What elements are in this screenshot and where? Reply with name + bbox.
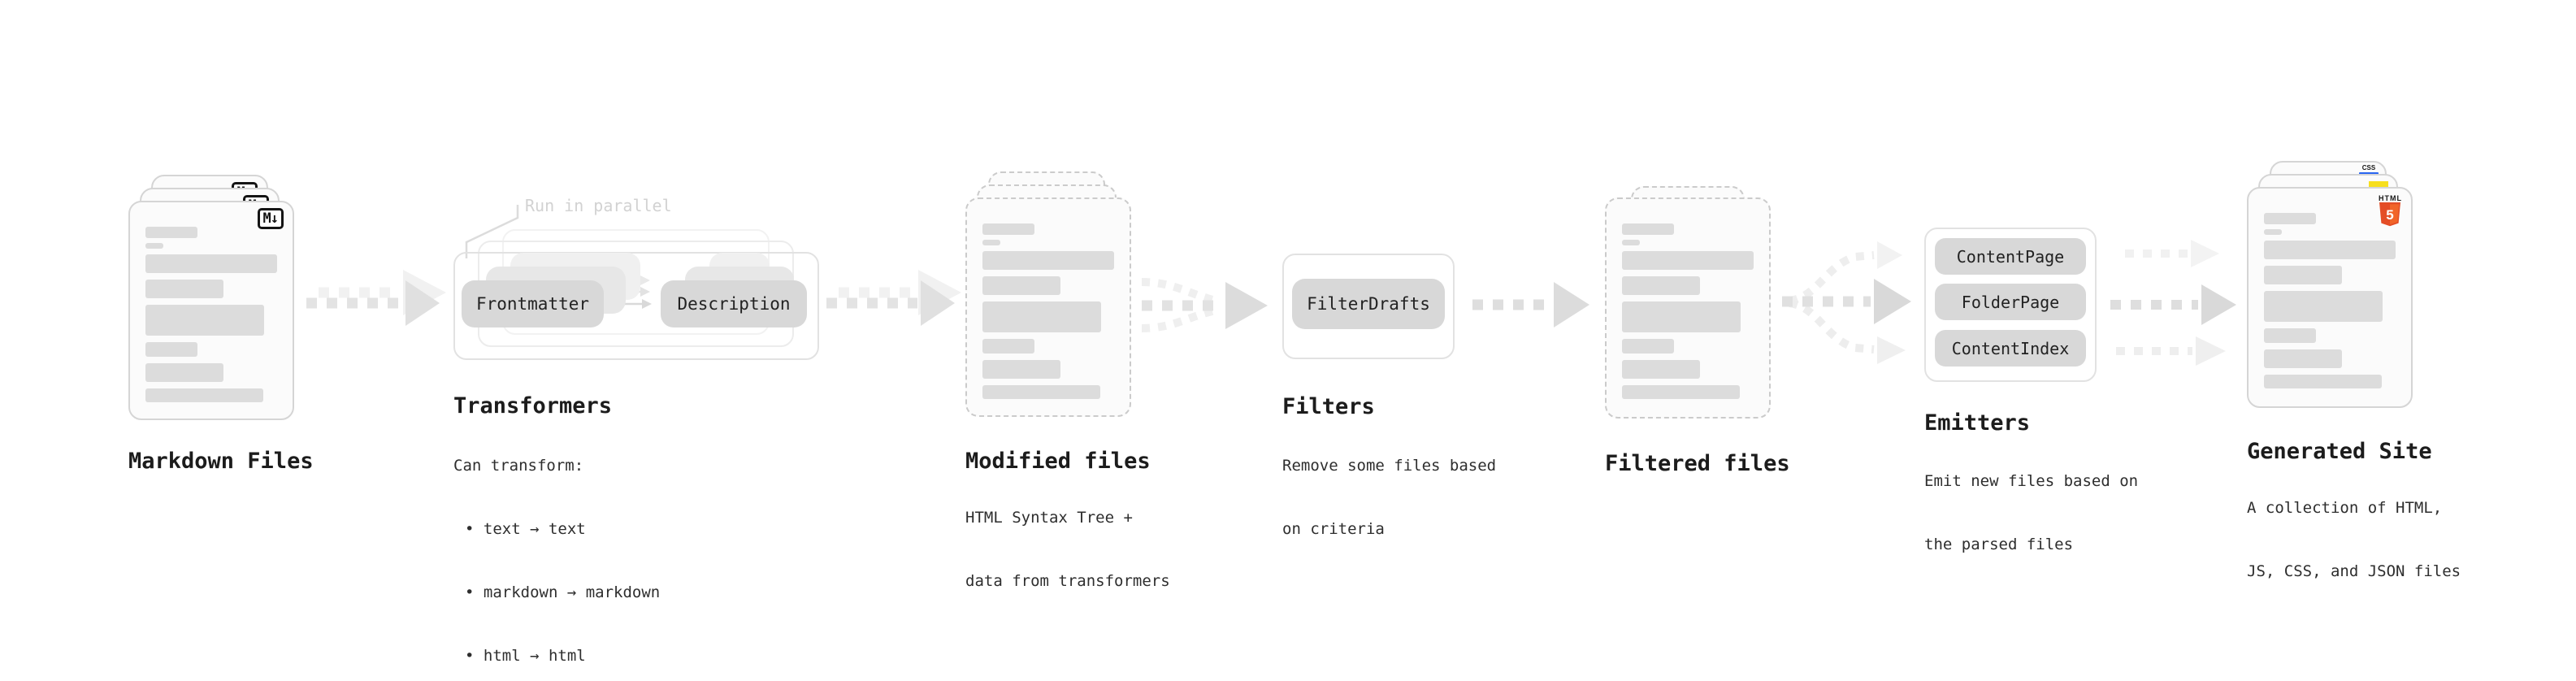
generated-site-note-line: A collection of HTML, (2247, 499, 2443, 517)
transformers-note-bullet: • html → html (465, 647, 586, 665)
markdown-icon: M↓ (257, 208, 284, 229)
modified-files-note: HTML Syntax Tree + data from transformer… (965, 465, 1170, 634)
file-content-placeholder-bar (145, 363, 223, 382)
stage-label-markdown-files: Markdown Files (128, 449, 314, 475)
file-content-placeholder-bar (2264, 213, 2316, 224)
transformers-note: Can transform: • text → text • markdown … (453, 413, 660, 681)
filters-note-line: on criteria (1282, 520, 1385, 538)
file-content-placeholder-bar (145, 280, 223, 298)
stage-label-filters: Filters (1282, 394, 1375, 420)
file-content-placeholder-bar (2264, 349, 2342, 368)
file-content-placeholder-bar (982, 385, 1100, 399)
generated-file-card-front: HTML 5 (2247, 187, 2413, 408)
stage-label-transformers: Transformers (453, 393, 613, 419)
file-content-placeholder-bar (982, 223, 1034, 235)
transformers-note-bullet: • markdown → markdown (465, 583, 661, 601)
filters-note-line: Remove some files based (1282, 457, 1497, 475)
file-content-placeholder-bar (982, 276, 1060, 295)
arrow-markdown-to-transformers (306, 270, 446, 326)
file-content-placeholder-bar (1622, 240, 1640, 245)
file-content-placeholder-bar (145, 305, 264, 336)
stage-label-emitters: Emitters (1924, 410, 2031, 436)
html5-icon-label: HTML (2379, 194, 2402, 202)
transformers-note-title: Can transform: (453, 457, 584, 475)
svg-text:5: 5 (2386, 207, 2393, 223)
file-content-placeholder-bar (982, 240, 1000, 245)
arrow-modified-to-filters-merge (1141, 278, 1268, 332)
stage-label-generated-site: Generated Site (2247, 439, 2432, 465)
file-content-placeholder-bar (982, 251, 1114, 270)
file-content-placeholder-bar (145, 254, 277, 273)
transformer-chip-description: Description (661, 280, 807, 327)
file-content-placeholder-bar (145, 388, 263, 402)
file-content-placeholder-bar (1622, 385, 1740, 399)
file-content-placeholder-bar (1622, 223, 1674, 235)
filters-note: Remove some files based on criteria (1282, 413, 1496, 582)
emitter-chip-contentpage: ContentPage (1935, 238, 2086, 275)
file-content-placeholder-bar (2264, 328, 2316, 343)
modified-file-card-front (965, 197, 1131, 417)
file-content-placeholder-bar (982, 301, 1101, 332)
emitters-note-line: Emit new files based on (1924, 472, 2139, 490)
arrow-emitters-to-generated (2110, 240, 2236, 366)
transformer-group-frame-front (453, 252, 819, 360)
file-content-placeholder-bar (2264, 229, 2282, 235)
file-content-placeholder-bar (2264, 241, 2396, 259)
file-content-placeholder-bar (1622, 301, 1741, 332)
filtered-file-card-front (1605, 197, 1771, 419)
emitters-note-line: the parsed files (1924, 536, 2074, 553)
modified-files-note-line: data from transformers (965, 572, 1170, 590)
arrow-filters-to-filtered (1472, 282, 1589, 327)
file-content-placeholder-bar (145, 227, 197, 238)
arrow-filtered-to-emitters-split (1782, 241, 1911, 364)
arrow-transformers-to-modified (826, 270, 961, 326)
file-content-placeholder-bar (145, 243, 163, 249)
file-content-placeholder-bar (2264, 291, 2383, 322)
file-content-placeholder-bar (1622, 276, 1700, 295)
transformers-note-bullet: • text → text (465, 520, 586, 538)
markdown-file-card-front: M↓ (128, 201, 294, 420)
css-icon-label: CSS (2361, 164, 2376, 171)
file-content-placeholder-bar (2264, 375, 2382, 388)
transformer-chip-frontmatter: Frontmatter (462, 280, 604, 327)
file-content-placeholder-bar (2264, 266, 2342, 284)
file-content-placeholder-bar (982, 339, 1034, 354)
generated-site-note: A collection of HTML, JS, CSS, and JSON … (2247, 455, 2461, 624)
emitter-chip-folderpage: FolderPage (1935, 284, 2086, 320)
file-content-placeholder-bar (1622, 339, 1674, 354)
run-in-parallel-annotation: Run in parallel (525, 196, 672, 215)
html5-icon: HTML 5 (2379, 195, 2401, 231)
file-content-placeholder-bar (982, 360, 1060, 379)
emitter-chip-contentindex: ContentIndex (1935, 330, 2086, 367)
stage-label-modified-files: Modified files (965, 449, 1151, 475)
file-content-placeholder-bar (1622, 251, 1754, 270)
generated-site-note-line: JS, CSS, and JSON files (2247, 562, 2461, 580)
emitters-note: Emit new files based on the parsed files (1924, 428, 2138, 597)
file-content-placeholder-bar (145, 342, 197, 357)
modified-files-note-line: HTML Syntax Tree + (965, 509, 1133, 527)
file-content-placeholder-bar (1622, 360, 1700, 379)
html5-shield: 5 (2379, 202, 2400, 227)
stage-label-filtered-files: Filtered files (1605, 451, 1790, 477)
filter-chip-filterdrafts: FilterDrafts (1292, 279, 1445, 329)
